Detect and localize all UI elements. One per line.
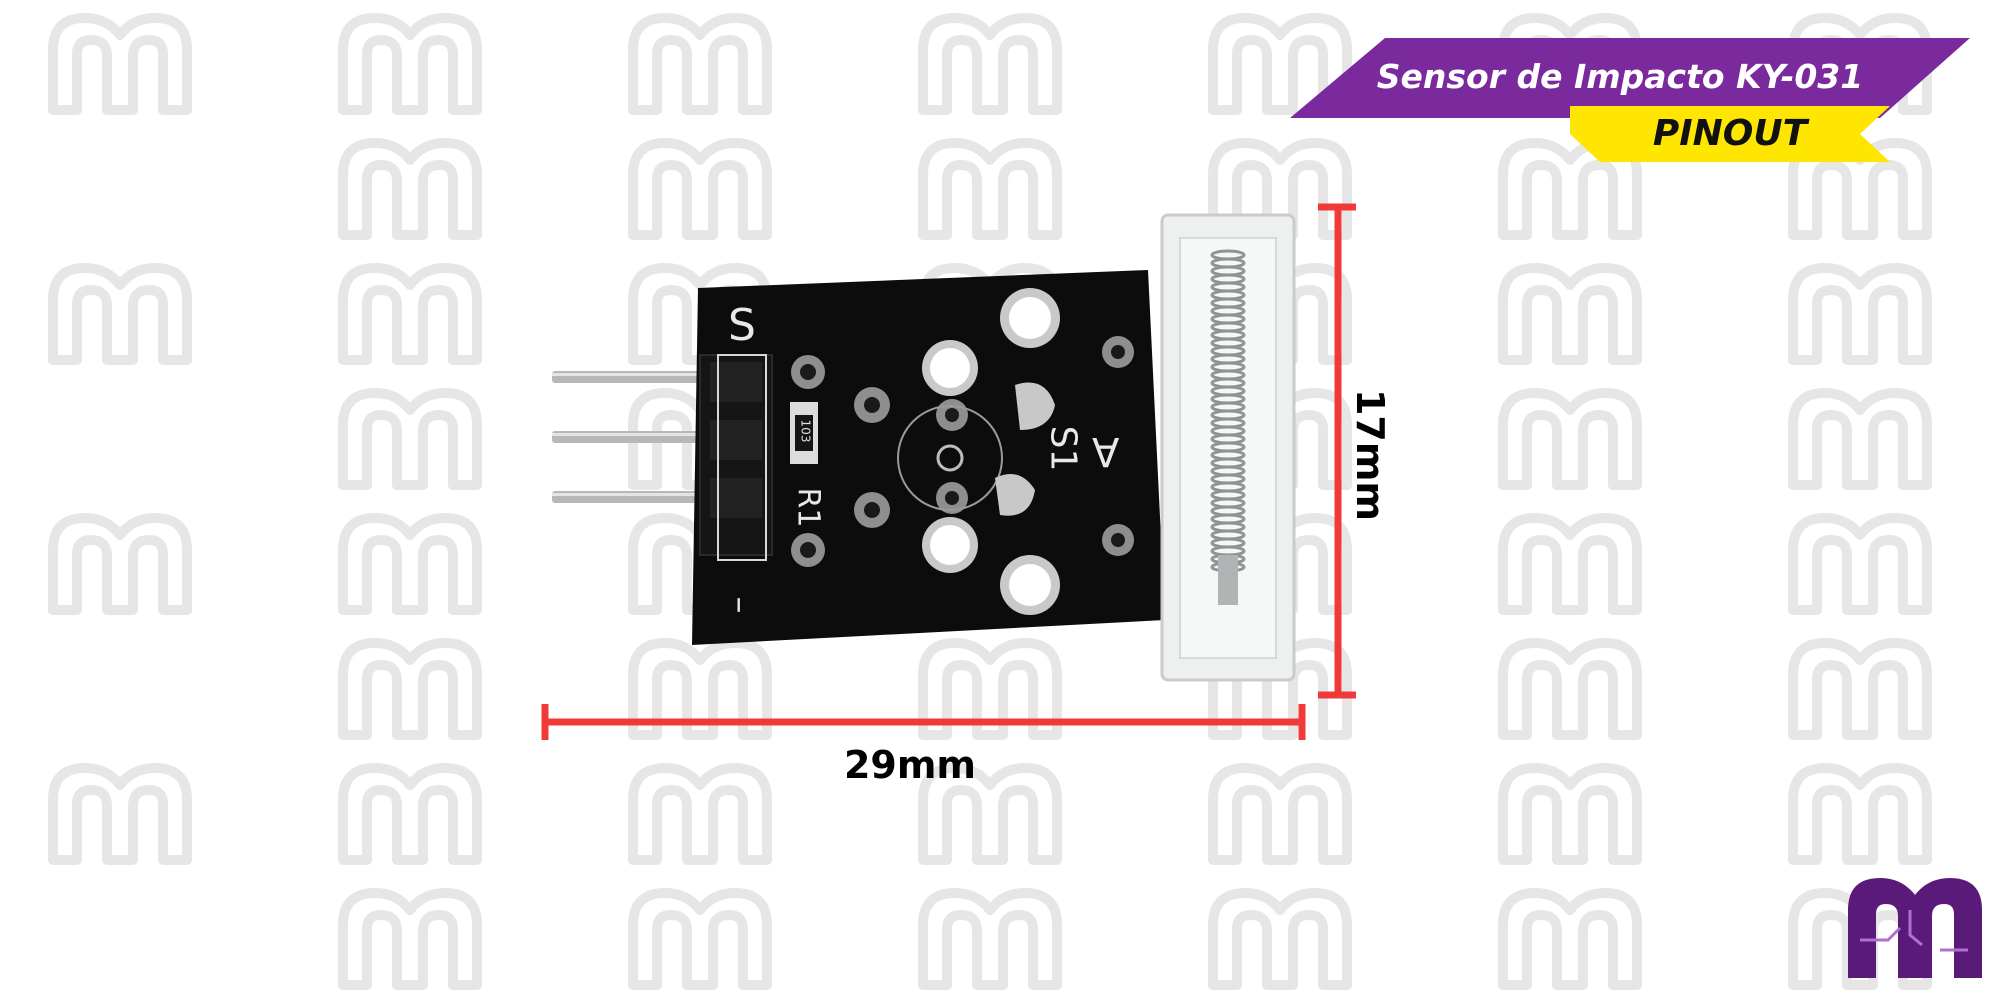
watermark-m-icon	[1498, 513, 1642, 615]
pad-hole	[800, 364, 816, 380]
watermark-m-icon	[628, 138, 772, 240]
solder-blob	[1015, 382, 1055, 430]
pad-hole	[800, 542, 816, 558]
watermark-m-icon	[338, 138, 482, 240]
brand-logo-circuit	[1860, 910, 1968, 952]
watermark-m-icon	[1498, 763, 1642, 865]
mount-hole-inner	[930, 525, 970, 565]
dimension-height	[1318, 203, 1356, 699]
watermark-m-icon	[918, 638, 1062, 740]
height-dimension-label: 17mm	[1348, 388, 1392, 522]
watermark-m-icon	[338, 388, 482, 490]
sensor-footprint	[897, 405, 1003, 511]
watermark-m-icon	[1498, 638, 1642, 740]
sensor-center-mark	[936, 444, 964, 472]
dimension-width	[541, 704, 1306, 740]
watermark-m-icon	[338, 263, 482, 365]
pin-label-s: S	[728, 300, 756, 351]
sensor-label: S1	[1042, 425, 1084, 472]
mount-hole-inner	[1009, 564, 1051, 606]
watermark-m-icon	[338, 513, 482, 615]
mount-hole-inner	[1009, 297, 1051, 339]
pad-hole	[945, 491, 959, 505]
watermark-m-icon	[1788, 513, 1932, 615]
watermark-m-icon	[338, 763, 482, 865]
pin-shine-1	[552, 373, 737, 376]
pad-hole	[1111, 345, 1125, 359]
watermark-m-icon	[918, 138, 1062, 240]
page-title: Sensor de Impacto KY-031	[1376, 57, 1864, 96]
title-banner	[1290, 38, 1970, 118]
silkscreen-header-outline	[717, 354, 767, 561]
solder-blob	[995, 474, 1035, 516]
watermark-m-icon	[918, 13, 1062, 115]
watermark-m-icon	[918, 888, 1062, 990]
pin-shine-3	[552, 493, 737, 496]
pad-hole	[864, 397, 880, 413]
resistor-label: R1	[790, 487, 826, 528]
watermark-m-icon	[1498, 263, 1642, 365]
watermark-m-icon	[48, 263, 192, 365]
watermark-m-icon	[918, 763, 1062, 865]
pad-hole	[864, 502, 880, 518]
watermark-m-icon	[48, 13, 192, 115]
watermark-m-icon	[338, 888, 482, 990]
watermark-m-icon	[1208, 13, 1352, 115]
pad-hole	[1111, 533, 1125, 547]
watermark-m-icon	[1498, 388, 1642, 490]
watermark-m-icon	[628, 13, 772, 115]
watermark-m-icon	[1788, 388, 1932, 490]
spring-core	[1218, 555, 1238, 605]
title-banner-shape	[1290, 38, 1970, 118]
watermark-m-icon	[338, 638, 482, 740]
brand-logo-shape	[1848, 878, 1982, 978]
solder-pads	[791, 288, 1134, 615]
watermark-m-icon	[1208, 138, 1352, 240]
watermark-m-icon	[628, 888, 772, 990]
page-subtitle: PINOUT	[1652, 113, 1808, 154]
watermark-m-icon	[1788, 638, 1932, 740]
header-pins	[552, 371, 737, 503]
pin-label-minus: –	[720, 596, 761, 614]
pad-hole	[945, 408, 959, 422]
pin-shine-2	[552, 433, 737, 436]
watermark-m-icon	[628, 763, 772, 865]
watermark-m-icon	[1208, 888, 1352, 990]
watermark-m-icon	[628, 638, 772, 740]
watermark-m-icon	[1208, 763, 1352, 865]
watermark-m-icon	[1498, 138, 1642, 240]
mount-hole-inner	[930, 348, 970, 388]
resistor-code: 103	[798, 419, 813, 443]
subtitle-banner	[1570, 106, 1890, 162]
sensor-letter: A	[1092, 428, 1120, 474]
spring-coil	[1210, 249, 1246, 573]
watermark-m-icon	[48, 513, 192, 615]
watermark-m-icon	[48, 763, 192, 865]
watermark-m-icon	[1498, 888, 1642, 990]
watermark-m-icon	[338, 13, 482, 115]
watermark-m-icon	[1788, 763, 1932, 865]
brand-logo-icon	[1848, 878, 1982, 978]
subtitle-banner-shape	[1570, 106, 1890, 162]
resistor-body	[795, 415, 813, 451]
width-dimension-label: 29mm	[843, 743, 977, 787]
watermark-m-icon	[1788, 263, 1932, 365]
